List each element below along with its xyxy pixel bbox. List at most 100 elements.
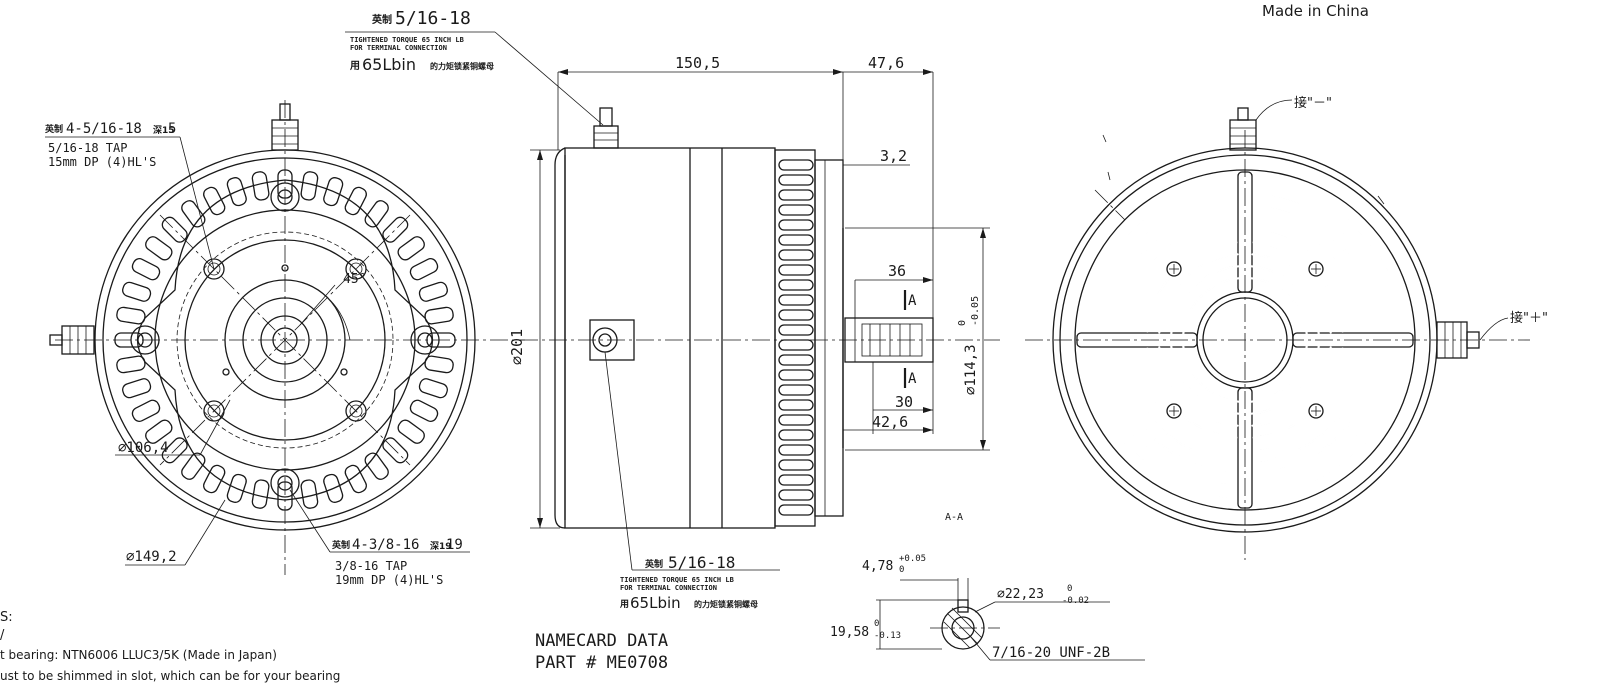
tap2-main: 4-3/8-16 bbox=[352, 537, 419, 553]
angle-45-label: 45° bbox=[343, 272, 366, 287]
screw-icon bbox=[1166, 403, 1182, 419]
vent-slot-inner bbox=[1250, 345, 1320, 415]
cooling-slot bbox=[364, 200, 389, 228]
vent-slot-inner bbox=[1253, 229, 1356, 332]
vent-slot-inner bbox=[1086, 352, 1233, 499]
section-a-top: A bbox=[908, 293, 917, 309]
vent-slot bbox=[1251, 253, 1332, 334]
cooling-slot bbox=[409, 399, 439, 422]
front-view-annotations: 英制 4-5/16-18 深15 5 5/16-18 TAP 15mm DP (… bbox=[44, 121, 470, 587]
vent-slot bbox=[1158, 253, 1239, 334]
tap2-suffix: 深19 bbox=[430, 540, 452, 552]
tap1-suffix: 深15 bbox=[153, 124, 175, 136]
vent-slot-inner bbox=[1257, 181, 1404, 328]
cooling-slot bbox=[203, 186, 226, 216]
cooling-rib bbox=[778, 159, 814, 171]
vent-slot-inner bbox=[1250, 265, 1320, 335]
namecard-line2: PART # ME0708 bbox=[535, 653, 668, 673]
terminal-neg-label: 接"－" bbox=[1294, 95, 1332, 111]
key-depth-tol-lower: -0.13 bbox=[874, 631, 901, 641]
tap2-line3: 19mm DP (4)HL'S bbox=[335, 573, 443, 587]
vent-slot-inner bbox=[1158, 346, 1239, 427]
vent-slot-inner bbox=[1146, 347, 1238, 439]
dim-dia114-tol-lower: -0.05 bbox=[970, 296, 981, 326]
notes-line1: / bbox=[0, 628, 5, 643]
cooling-rib bbox=[778, 414, 814, 426]
notes-line3: ust to be shimmed in slot, which can be … bbox=[0, 669, 340, 683]
screw-icon bbox=[1308, 403, 1324, 419]
cooling-slot bbox=[364, 452, 389, 480]
cooling-slot bbox=[116, 355, 146, 374]
key-width-tol-upper: +0.05 bbox=[899, 554, 926, 564]
tap1-line3: 15mm DP (4)HL'S bbox=[48, 155, 156, 169]
rear-vent-slots bbox=[1086, 181, 1404, 499]
vent-slot-inner bbox=[1249, 277, 1308, 336]
vent-slot-inner bbox=[1146, 241, 1238, 333]
bottom-torque-value: 65Lbin bbox=[630, 594, 681, 612]
cooling-slot bbox=[277, 169, 293, 199]
cooling-rib bbox=[778, 279, 814, 291]
tap1-prefix: 英制 bbox=[44, 123, 63, 135]
section-a-bottom: A bbox=[908, 371, 917, 387]
top-torque-line2: FOR TERMINAL CONNECTION bbox=[350, 44, 447, 52]
side-terminal-annotation: 英制 5/16-18 TIGHTENED TORQUE 65 INCH LB F… bbox=[535, 351, 780, 673]
cooling-rib bbox=[778, 174, 814, 186]
screw-icon bbox=[1308, 261, 1324, 277]
vent-slot-inner bbox=[1122, 217, 1236, 331]
vent-slot-inner bbox=[1158, 253, 1239, 334]
shaft-dia-tol-upper: 0 bbox=[1067, 584, 1072, 594]
shaft-dia-base: ⌀22,23 bbox=[997, 587, 1044, 602]
vent-slot-inner bbox=[1257, 352, 1404, 499]
cooling-slot bbox=[251, 479, 270, 509]
dim-36: 36 bbox=[888, 262, 906, 280]
vent-slot-inner bbox=[1254, 349, 1368, 463]
top-torque-value: 65Lbin bbox=[362, 55, 416, 74]
dim-dia149-label: ⌀149,2 bbox=[126, 549, 177, 565]
vent-slot-inner bbox=[1249, 344, 1308, 403]
cooling-slot bbox=[382, 437, 409, 464]
vent-slot-inner bbox=[1256, 351, 1392, 487]
cooling-rib bbox=[778, 189, 814, 201]
keyway-section-detail: 4,78 +0.05 0 19,58 0 -0.13 ⌀22,23 0 -0.0… bbox=[830, 554, 1145, 661]
top-terminal-annotation: 英制 5/16-18 TIGHTENED TORQUE 65 INCH LB F… bbox=[345, 8, 604, 126]
section-aa-label: A-A bbox=[945, 512, 963, 523]
top-torque-line1: TIGHTENED TORQUE 65 INCH LB bbox=[350, 36, 464, 44]
namecard-line1: NAMECARD DATA bbox=[535, 631, 668, 651]
cooling-rib bbox=[778, 249, 814, 261]
cooling-rib bbox=[778, 369, 814, 381]
cooling-slot bbox=[251, 171, 270, 201]
cooling-slot bbox=[344, 186, 367, 216]
cooling-rib bbox=[778, 219, 814, 231]
key-depth-base: 19,58 bbox=[830, 625, 869, 640]
dim-dia106-label: ⌀106,4 bbox=[118, 440, 169, 456]
side-view: A A A-A bbox=[520, 107, 1000, 529]
cooling-rib bbox=[778, 504, 814, 516]
bottom-torque-line1: TIGHTENED TORQUE 65 INCH LB bbox=[620, 576, 734, 584]
vent-slot bbox=[1251, 346, 1332, 427]
vent-slot-inner bbox=[1122, 349, 1236, 463]
vent-slot-inner bbox=[1254, 217, 1368, 331]
key-width-base: 4,78 bbox=[862, 559, 893, 574]
dim-dia201: ⌀201 bbox=[508, 329, 526, 365]
tap2-depth: 19 bbox=[446, 537, 463, 553]
terminal-pos-label: 接"＋" bbox=[1510, 310, 1548, 326]
bottom-torque-cn-suffix: 的力矩锁紧铜螺母 bbox=[694, 599, 758, 609]
cooling-rib bbox=[778, 474, 814, 486]
cooling-slot bbox=[203, 464, 226, 494]
cooling-slot bbox=[122, 378, 152, 399]
notes: S: / t bearing: NTN6006 LLUC3/5K (Made i… bbox=[0, 610, 340, 683]
cooling-rib bbox=[778, 384, 814, 396]
cooling-rib bbox=[778, 489, 814, 501]
cooling-rib bbox=[778, 234, 814, 246]
vent-slot-inner bbox=[1253, 348, 1356, 451]
bottom-thread-prefix: 英制 bbox=[644, 558, 663, 570]
tap1-depth: 5 bbox=[168, 121, 176, 137]
tap1-line2: 5/16-18 TAP bbox=[48, 141, 127, 155]
cooling-slot bbox=[409, 258, 439, 281]
cooling-rib bbox=[778, 339, 814, 351]
vent-slot-inner bbox=[1255, 205, 1380, 330]
dim-dia114-base: ⌀114,3 bbox=[963, 344, 979, 395]
made-in-label: Made in China bbox=[1262, 2, 1369, 20]
vent-slot-inner bbox=[1098, 351, 1234, 487]
